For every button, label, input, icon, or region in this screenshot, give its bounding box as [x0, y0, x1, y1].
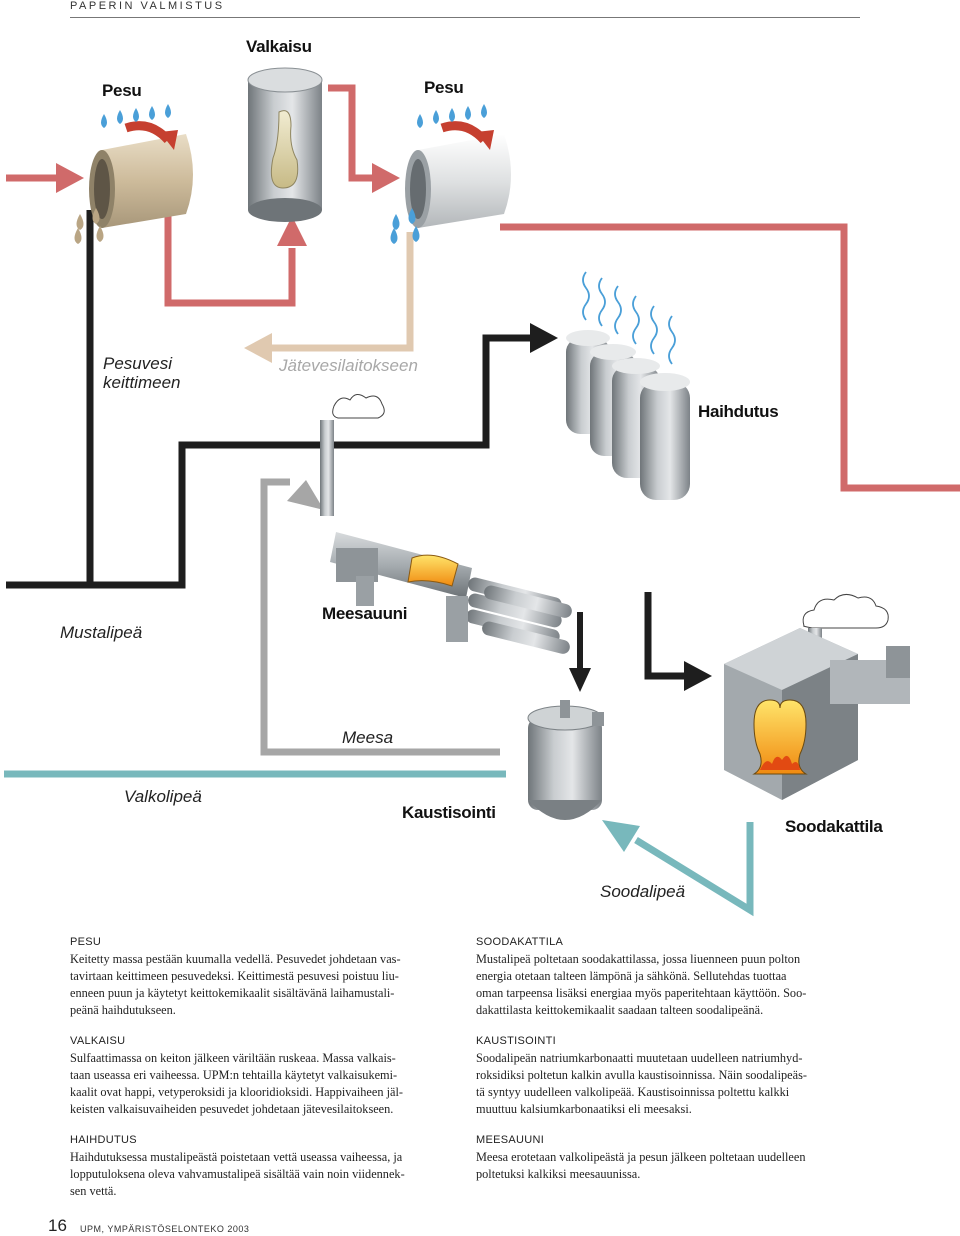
text-line: oman tarpeensa lisäksi energiaa myös pap… [476, 986, 807, 1000]
arrow-head-jatevesi [244, 333, 272, 363]
haihdutus-pink-line [500, 223, 960, 492]
text-line: taan useassa eri vaiheessa. UPM:n tehtai… [70, 1068, 398, 1082]
arrow-head-kaustisointi [569, 668, 591, 692]
section-kaustisointi: KAUSTISOINTI Soodalipeän natriumkarbonaa… [476, 1033, 856, 1118]
label-pesu-2: Pesu [424, 78, 464, 97]
kaustisointi-tank [527, 700, 604, 820]
section-title: MEESAUUNI [476, 1134, 545, 1146]
section-title: HAIHDUTUS [70, 1134, 137, 1146]
label-valkolipea: Valkolipeä [124, 787, 202, 806]
section-body: Soodalipeän natriumkarbonaatti muutetaan… [476, 1050, 856, 1118]
text-line: energia otetaan talteen lämpönä ja sähkö… [476, 969, 787, 983]
text-line: Keitetty massa pestään kuumalla vedellä.… [70, 952, 401, 966]
arrow-head-up-1 [277, 216, 307, 246]
label-valkaisu: Valkaisu [246, 37, 312, 56]
section-title: SOODAKATTILA [476, 936, 564, 948]
label-jatevesilaitokseen: Jätevesilaitokseen [279, 356, 418, 375]
text-line: tavirtaan keittimeen pesuvedeksi. Keitti… [70, 969, 399, 983]
section-header: PAPERIN VALMISTUS [70, 0, 225, 12]
jatevesi-line [272, 232, 414, 352]
section-haihdutus: HAIHDUTUS Haihdutuksessa mustalipeästä p… [70, 1132, 450, 1200]
section-body: Mustalipeä poltetaan soodakattilassa, jo… [476, 951, 856, 1019]
arrow-head-soodakattila [684, 661, 712, 691]
text-column-right: SOODAKATTILA Mustalipeä poltetaan soodak… [476, 934, 856, 1197]
label-meesauuni: Meesauuni [322, 604, 408, 623]
label-mustalipea: Mustalipeä [60, 623, 143, 642]
text-line: kaalit ovat happi, vetyperoksidi ja kloo… [70, 1085, 403, 1099]
label-pesuvesi-line2: keittimeen [103, 373, 181, 392]
publication-name: UPM, YMPÄRISTÖSELONTEKO 2003 [80, 1224, 250, 1234]
meesauuni-kiln [320, 394, 572, 654]
section-body: Meesa erotetaan valkolipeästä ja pesun j… [476, 1149, 856, 1183]
page-number: 16 [48, 1216, 67, 1235]
text-line: peänä haihdutukseen. [70, 1003, 176, 1017]
haihdutus-evaporators [566, 330, 690, 500]
section-title: KAUSTISOINTI [476, 1035, 556, 1047]
text-column-left: PESU Keitetty massa pestään kuumalla ved… [70, 934, 450, 1214]
label-soodakattila: Soodakattila [785, 817, 883, 836]
section-body: Keitetty massa pestään kuumalla vedellä.… [70, 951, 450, 1019]
soodakattila-boiler [724, 594, 910, 800]
meesa-line [260, 478, 500, 756]
text-line: poltetuksi kalkiksi meesauunissa. [476, 1167, 641, 1181]
to-soodakattila-line [644, 592, 686, 680]
text-line: Sulfaattimassa on keiton jälkeen väriltä… [70, 1051, 396, 1065]
section-soodakattila: SOODAKATTILA Mustalipeä poltetaan soodak… [476, 934, 856, 1019]
process-diagram [4, 67, 960, 917]
text-line: Soodalipeän natriumkarbonaatti muutetaan… [476, 1051, 803, 1065]
label-haihdutus: Haihdutus [698, 402, 779, 421]
section-meesauuni: MEESAUUNI Meesa erotetaan valkolipeästä … [476, 1132, 856, 1183]
section-body: Sulfaattimassa on keiton jälkeen väriltä… [70, 1050, 450, 1118]
label-meesa: Meesa [342, 728, 394, 747]
label-soodalipea: Soodalipeä [600, 882, 686, 901]
text-line: Haihdutuksessa mustalipeästä poistetaan … [70, 1150, 403, 1164]
pesu-washer-2 [405, 121, 511, 228]
text-line: lopputuloksena oleva vahvamustalipeä sis… [70, 1167, 405, 1181]
steam-wisps [582, 271, 676, 365]
text-line: tä syntyy uudelleen valkolipeää. Kaustis… [476, 1085, 790, 1099]
water-drops-1 [101, 104, 171, 128]
pesu-to-valkaisu-line [164, 160, 296, 307]
text-line: dakattilasta keittokemikaalit saadaan ta… [476, 1003, 764, 1017]
text-line: enneen puun ja käytetyt keittokemikaalit… [70, 986, 395, 1000]
valkaisu-to-pesu-line [328, 84, 374, 182]
arrow-head-haihdutus [530, 323, 558, 353]
section-title: VALKAISU [70, 1035, 126, 1047]
section-title: PESU [70, 936, 102, 948]
water-drops-2 [390, 104, 487, 244]
brown-drops-1 [74, 208, 104, 244]
label-pesuvesi-line1: Pesuvesi [103, 354, 172, 373]
valkaisu-tower [247, 67, 323, 222]
arrow-head-meesa [287, 480, 324, 510]
section-pesu: PESU Keitetty massa pestään kuumalla ved… [70, 934, 450, 1019]
section-body: Haihdutuksessa mustalipeästä poistetaan … [70, 1149, 450, 1200]
text-line: Meesa erotetaan valkolipeästä ja pesun j… [476, 1150, 806, 1164]
text-line: keisten valkaisuvaiheiden pesuvedet johd… [70, 1102, 394, 1116]
input-arrow-head-1 [56, 163, 84, 193]
text-line: roksidiksi poltetun kalkin avulla kausti… [476, 1068, 807, 1082]
label-kaustisointi: Kaustisointi [402, 803, 496, 822]
soodalipea-line [634, 822, 754, 917]
text-line: muuttuu kalsiumkarbonaatiksi eli meesaks… [476, 1102, 692, 1116]
arrow-head-soodalipea [602, 820, 640, 852]
header-divider [70, 17, 860, 18]
label-pesu-1: Pesu [102, 81, 142, 100]
mustalipea-line [6, 210, 94, 589]
arrow-head-pesu2 [372, 163, 400, 193]
section-valkaisu: VALKAISU Sulfaattimassa on keiton jälkee… [70, 1033, 450, 1118]
text-line: sen vettä. [70, 1184, 117, 1198]
pesu-washer-1 [89, 121, 193, 228]
mustalipea-line-2 [6, 334, 536, 589]
text-line: Mustalipeä poltetaan soodakattilassa, jo… [476, 952, 801, 966]
